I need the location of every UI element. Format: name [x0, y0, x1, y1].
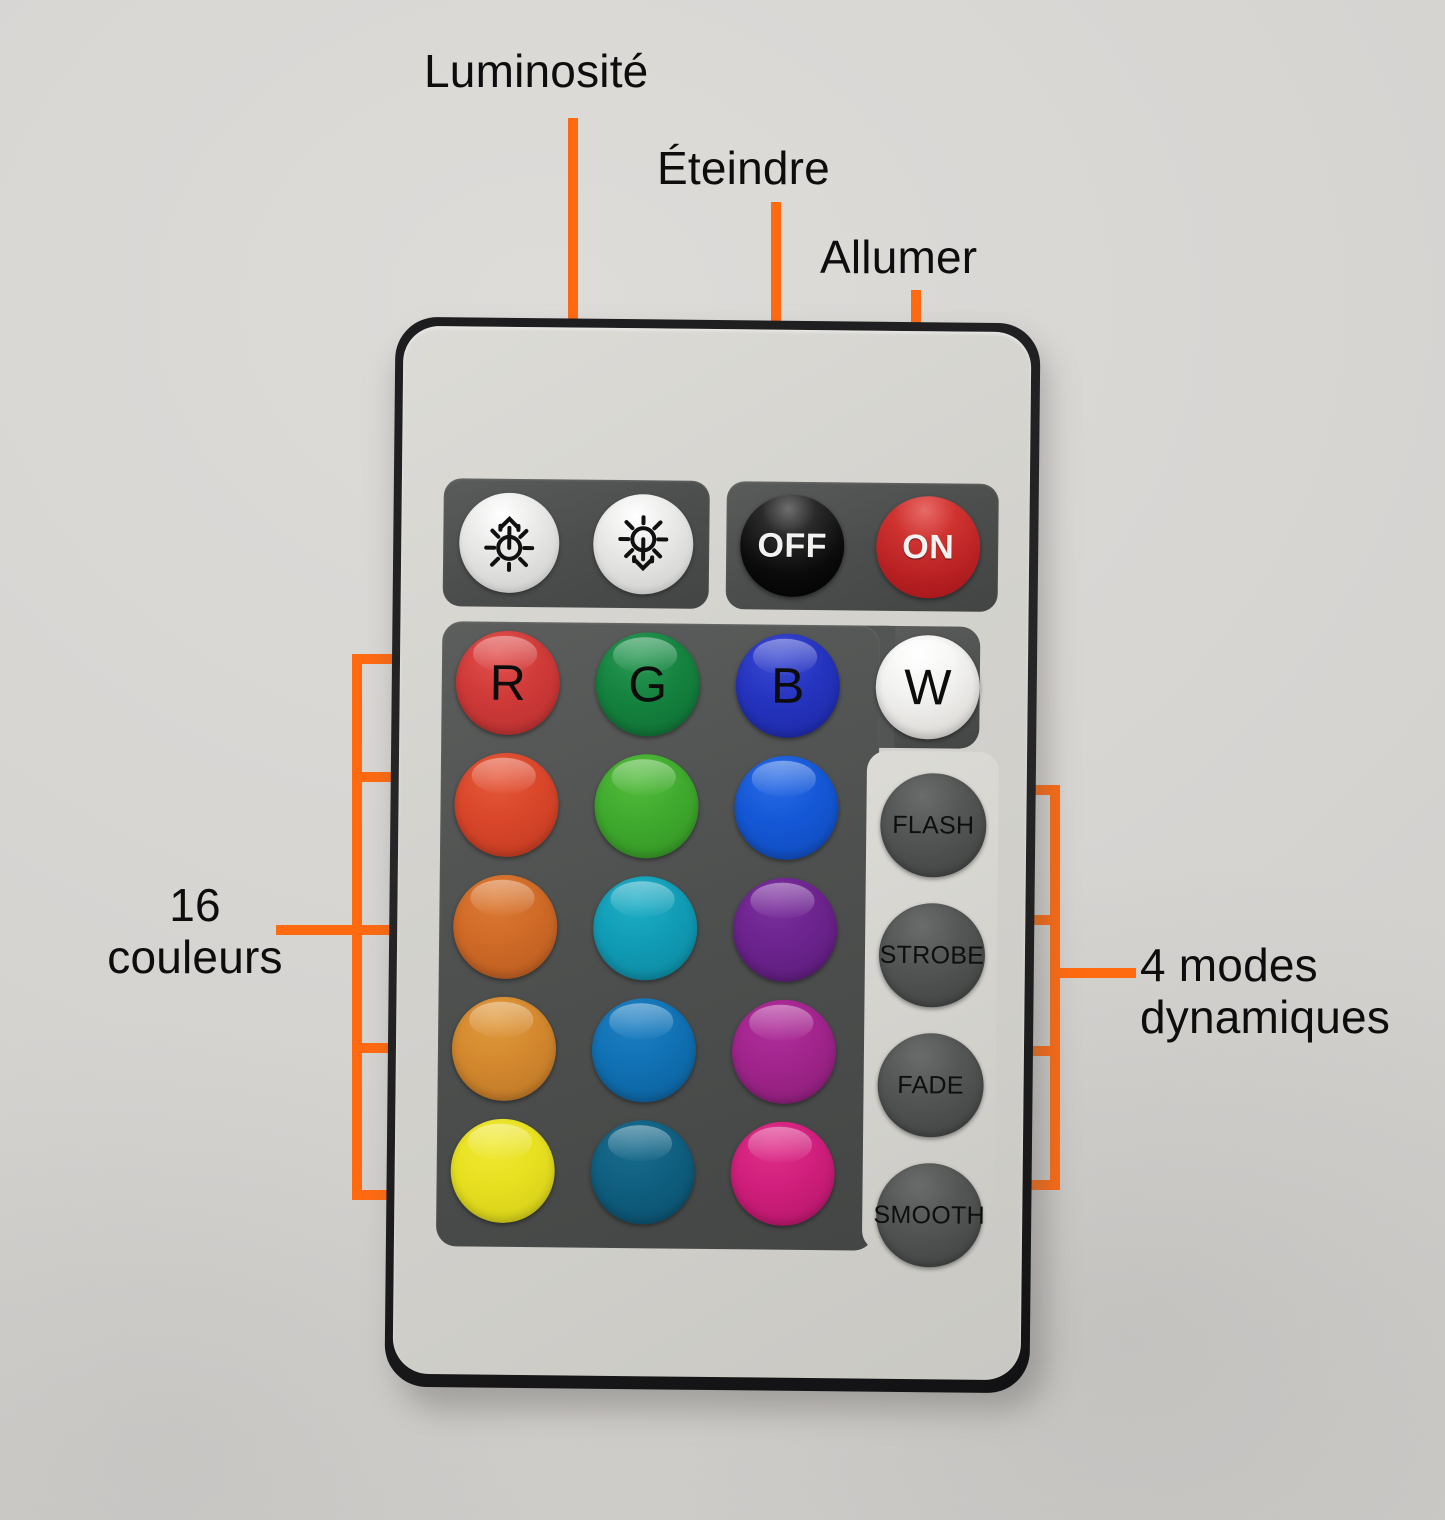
color-button-blue-mid[interactable]	[591, 997, 697, 1103]
mode-button-flash[interactable]: FLASH	[879, 772, 987, 878]
power-on-button[interactable]: ON	[875, 495, 981, 599]
power-off-label: OFF	[757, 525, 828, 565]
mode-button-label: FADE	[897, 1070, 965, 1100]
color-button-label: G	[628, 656, 668, 713]
leader-modes-stem	[1056, 968, 1136, 978]
color-button-bright-blue[interactable]	[733, 755, 840, 861]
annotation-power-off-label: Éteindre	[657, 142, 830, 194]
brightness-up-button[interactable]	[458, 492, 560, 594]
color-button-light-green[interactable]	[593, 753, 700, 859]
color-button-green[interactable]: G	[595, 631, 701, 737]
color-button-label: R	[489, 654, 527, 712]
mode-button-label: SMOOTH	[873, 1200, 986, 1230]
color-button-magenta-purple[interactable]	[731, 999, 837, 1105]
annotation-colors-label: 16 couleurs	[107, 879, 283, 983]
sun-down-icon	[612, 513, 675, 576]
color-button-red[interactable]: R	[455, 630, 561, 736]
mode-button-label: STROBE	[879, 940, 985, 970]
power-button-group: OFF ON	[725, 481, 999, 612]
brightness-button-group	[442, 478, 710, 609]
color-button-cyan[interactable]	[592, 875, 698, 981]
color-button-pink[interactable]	[730, 1121, 836, 1227]
mode-button-label: FLASH	[892, 810, 975, 840]
leader-modes-spine	[1050, 785, 1060, 1190]
mode-button-strobe[interactable]: STROBE	[878, 902, 986, 1008]
color-button-blue[interactable]: B	[735, 633, 841, 739]
brightness-down-button[interactable]	[592, 493, 694, 595]
mode-button-smooth[interactable]: SMOOTH	[873, 1162, 986, 1268]
color-button-label: B	[770, 657, 805, 714]
annotation-brightness-label: Luminosité	[424, 45, 649, 97]
color-button-label: W	[903, 658, 952, 716]
color-button-white[interactable]: W	[875, 634, 981, 740]
annotation-modes-label: 4 modes dynamiques	[1140, 939, 1391, 1043]
annotation-power-on-label: Allumer	[820, 231, 978, 283]
mode-button-fade[interactable]: FADE	[877, 1032, 985, 1138]
color-button-orange[interactable]	[451, 996, 557, 1102]
sun-up-icon	[478, 512, 541, 575]
color-button-yellow[interactable]	[450, 1118, 556, 1224]
color-button-purple[interactable]	[732, 877, 838, 983]
leader-brightness-stem	[568, 118, 578, 440]
remote-faceplate: OFF ON R G B W	[392, 325, 1032, 1381]
remote-control-device: OFF ON R G B W	[384, 316, 1041, 1394]
color-button-red-orange[interactable]	[453, 752, 560, 858]
color-button-dark-teal[interactable]	[590, 1119, 696, 1225]
leader-colors-stem	[276, 925, 356, 935]
power-on-label: ON	[902, 527, 955, 567]
color-button-orange-dark[interactable]	[452, 874, 558, 980]
power-off-button[interactable]: OFF	[739, 494, 845, 598]
